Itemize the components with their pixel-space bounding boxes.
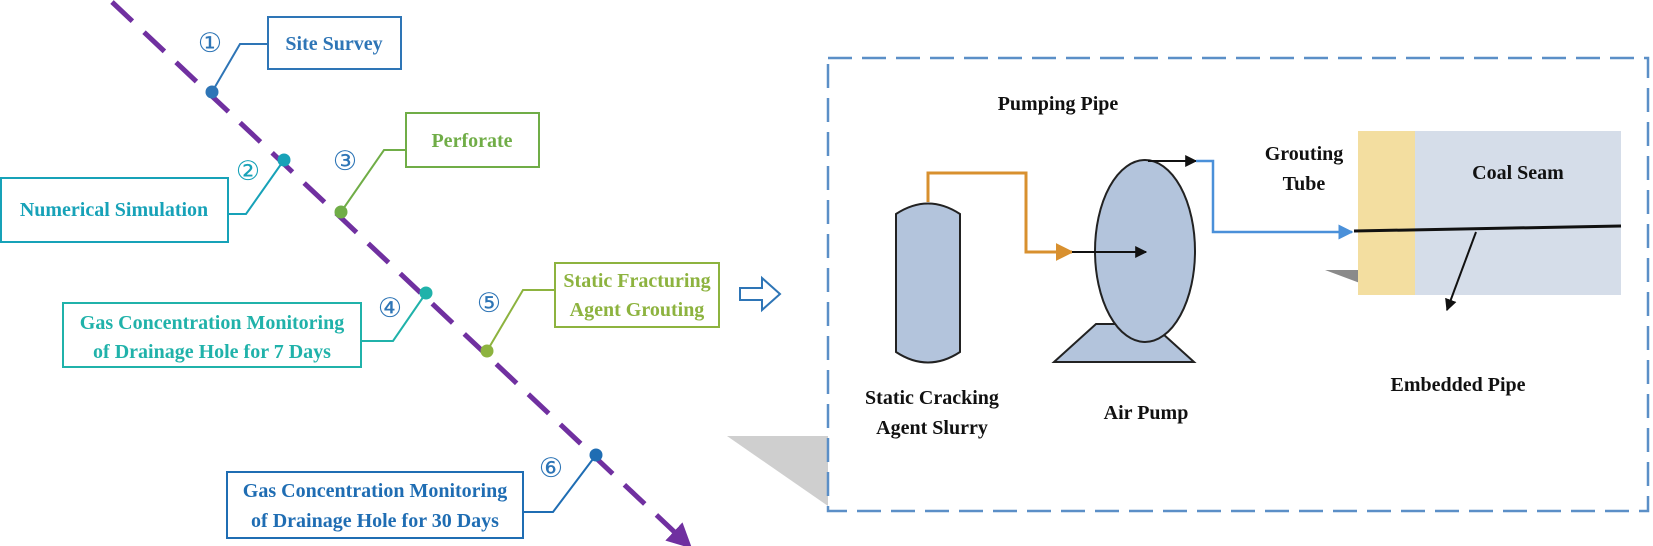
step-2-number: ②	[236, 156, 260, 187]
step-4-box	[62, 302, 362, 368]
slurry-label-line2: Agent Slurry	[876, 417, 988, 439]
slurry-tank	[895, 202, 961, 364]
coal-seam: Coal Seam	[1325, 131, 1622, 312]
step-5-number: ⑤	[477, 288, 501, 319]
process-timeline: ① Site Survey ② Numerical Simulation ③ P…	[0, 0, 720, 546]
step-1-number: ①	[198, 28, 222, 59]
step-6-leader	[523, 454, 597, 513]
step-1-label: Site Survey	[285, 33, 382, 55]
step-4-leader	[361, 292, 427, 342]
slurry-label-line1: Static Cracking	[865, 387, 999, 409]
step-6-label-line1: Gas Concentration Monitoring	[243, 480, 507, 502]
step-1: ① Site Survey	[198, 16, 402, 99]
step-5-box	[554, 262, 720, 328]
step-3-box	[405, 112, 540, 168]
coal-seam-label: Coal Seam	[1472, 162, 1564, 184]
step-3: ③ Perforate	[333, 112, 540, 219]
step-3-leader	[340, 149, 406, 213]
grout-zone	[1358, 131, 1415, 295]
step-5: ⑤ Static Fracturing Agent Grouting	[477, 262, 720, 358]
step-4-label-line1: Gas Concentration Monitoring	[80, 312, 344, 334]
step-5-label-line1: Static Fracturing	[563, 270, 710, 292]
grouting-pipe	[1196, 159, 1354, 240]
grouting-tube-label-line1: Grouting	[1265, 143, 1344, 165]
step-6-box	[226, 471, 524, 539]
pumping-pipe-label: Pumping Pipe	[998, 93, 1119, 115]
air-pump	[1051, 155, 1198, 363]
embedded-pipe-pointer	[1445, 231, 1477, 312]
step-6-number: ⑥	[539, 453, 563, 484]
step-2-leader	[228, 159, 285, 215]
step-2-box	[0, 177, 229, 243]
step-5-label-line2: Agent Grouting	[570, 299, 705, 321]
step-3-number: ③	[333, 146, 357, 177]
step-3-label: Perforate	[431, 130, 512, 152]
step-5-leader	[486, 289, 555, 352]
coal-seam-block	[1415, 131, 1621, 295]
step-1-leader	[211, 43, 268, 93]
step-6: ⑥ Gas Concentration Monitoring of Draina…	[226, 448, 603, 539]
step-6-label-line2: of Drainage Hole for 30 Days	[251, 510, 499, 532]
step-2: ② Numerical Simulation	[0, 153, 291, 243]
grouting-equipment-panel: Pumping Pipe Grouting Tube Coal Seam Emb	[727, 56, 1650, 513]
embedded-pipe	[1353, 224, 1622, 233]
step-4: ④ Gas Concentration Monitoring of Draina…	[62, 286, 433, 368]
air-pump-label: Air Pump	[1104, 402, 1189, 424]
step-2-label: Numerical Simulation	[20, 199, 208, 221]
step-4-number: ④	[378, 293, 402, 324]
hollow-right-arrow-icon	[739, 275, 782, 313]
pumping-pipe	[926, 171, 1074, 261]
grouting-tube-label-line2: Tube	[1283, 173, 1326, 195]
embedded-pipe-label: Embedded Pipe	[1390, 374, 1525, 396]
panel-shadow	[727, 436, 828, 506]
step-1-box	[267, 16, 402, 70]
step-4-label-line2: of Drainage Hole for 7 Days	[93, 341, 331, 363]
